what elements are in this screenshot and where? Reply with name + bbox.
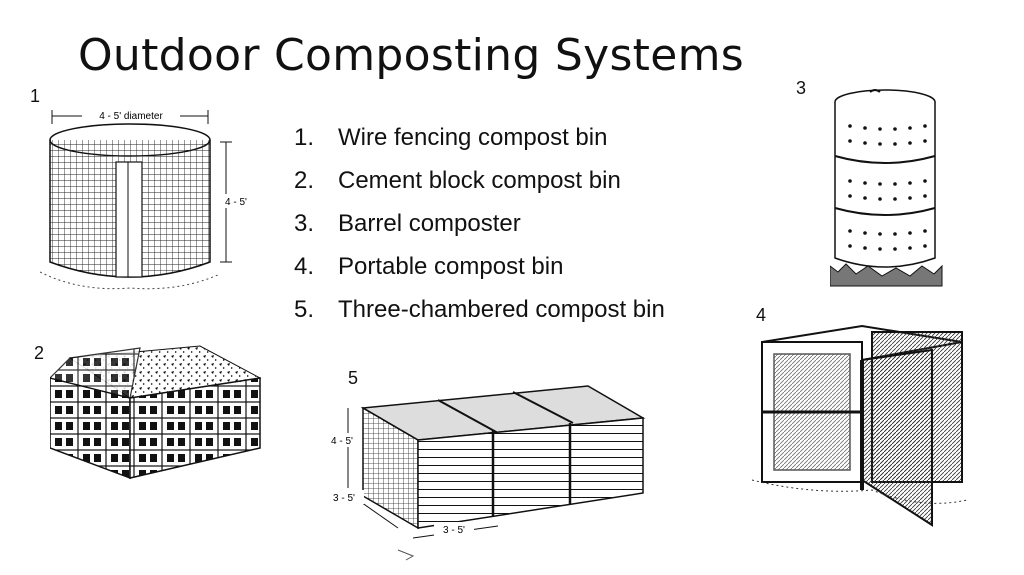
depth-dimension: 3 - 5' [333,493,355,504]
width-dimension: 3 - 5' [443,525,465,536]
list-item: 2. Cement block compost bin [294,159,665,202]
list-item-text: Three-chambered compost bin [338,295,665,323]
list-item-text: Portable compost bin [338,252,564,280]
list-item-number: 1. [294,123,315,151]
wire-fencing-bin-illustration: 4 - 5' diameter 4 - 5' [40,102,260,297]
figure-label-portable-bin: 4 [756,305,767,325]
portable-compost-bin-illustration [752,320,972,530]
list-item-number: 5. [294,295,315,323]
figure-label-barrel: 3 [796,78,807,98]
list-item: 4. Portable compost bin [294,245,665,288]
list-item-text: Wire fencing compost bin [338,123,608,151]
three-chambered-bin-illustration: 4 - 5' 3 - 5' 3 - 5' [318,378,653,563]
height-dimension: 4 - 5' [331,436,353,447]
list-item: 3. Barrel composter [294,202,665,245]
list-item-number: 4. [294,252,315,280]
barrel-composter-illustration [830,86,945,291]
height-dimension: 4 - 5' [225,197,247,208]
list-item: 5. Three-chambered compost bin [294,288,665,331]
figure-label-wire-bin: 1 [30,86,41,106]
list-item-text: Barrel composter [338,209,521,237]
slide-title: Outdoor Composting Systems [78,30,744,81]
figure-label-three-chamber-bin: 5 [348,368,359,388]
list-item-text: Cement block compost bin [338,166,621,194]
diameter-dimension: 4 - 5' diameter [99,111,163,122]
list-item-number: 3. [294,209,315,237]
cement-block-bin-illustration [50,338,270,488]
list-item: 1. Wire fencing compost bin [294,116,665,159]
figure-label-block-bin: 2 [34,343,45,363]
list-item-number: 2. [294,166,315,194]
bin-type-list: 1. Wire fencing compost bin 2. Cement bloc… [294,116,665,331]
